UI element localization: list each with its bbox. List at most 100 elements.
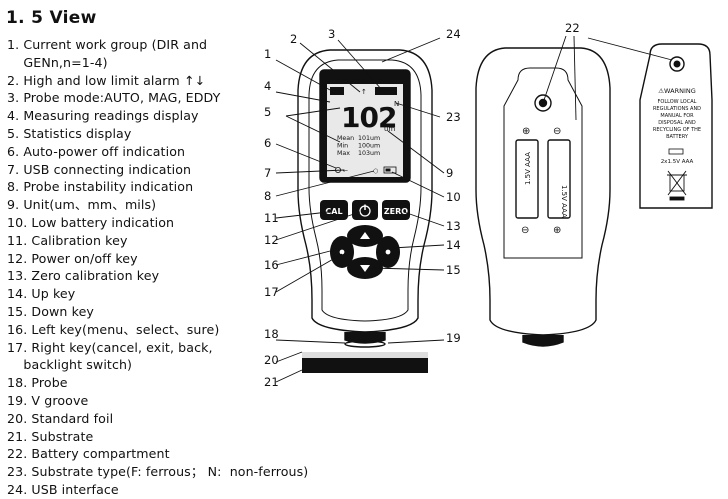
- legend-item: 17. Right key(cancel, exit, back,: [7, 339, 213, 355]
- standard-foil: [302, 352, 428, 358]
- legend-item: 21. Substrate: [7, 428, 94, 444]
- callout-22: 22: [565, 21, 580, 35]
- section-title: 1. 5 View: [6, 8, 97, 28]
- lcd-header-text: Coating Thickness Gauge: [336, 79, 393, 85]
- callout-11: 11: [264, 211, 279, 225]
- back-screw: [534, 94, 552, 112]
- callout-21: 21: [264, 375, 279, 389]
- front-keys: CAL ZERO: [320, 200, 410, 279]
- callout-10: 10: [446, 190, 461, 204]
- callout-19: 19: [446, 331, 461, 345]
- left-dot-icon: [339, 249, 345, 255]
- plus-icon-left: ⊕: [522, 126, 530, 137]
- lcd-alarm-arrow: ↑: [361, 88, 367, 96]
- power-key[interactable]: [352, 200, 378, 220]
- front-body-outline: [297, 49, 433, 333]
- legend-item: 10. Low battery indication: [7, 214, 175, 230]
- lcd-battery-fill: [385, 168, 391, 172]
- callout-numbers: 1 2 3 24 4 5 23 6 9 7 10 8 11 13 12 14 1…: [264, 21, 580, 389]
- battery-right: [547, 139, 571, 219]
- legend-item: 20. Standard foil: [7, 410, 114, 426]
- legend-item: 19. V groove: [7, 392, 89, 408]
- legend-item: 3. Probe mode:AUTO, MAG, EDDY: [7, 90, 221, 106]
- legend-item: 4. Measuring readings display: [7, 108, 199, 124]
- zero-key-label: ZERO: [384, 207, 408, 216]
- lcd-stat-value-mean: 101um: [358, 135, 380, 142]
- lcd-contents: Coating Thickness Gauge DIR AUTO ↑ 102 N…: [327, 77, 403, 175]
- lcd-stat-label-min: Min: [337, 143, 348, 150]
- battery-left: [515, 139, 539, 219]
- callout-8: 8: [264, 189, 271, 203]
- back-probe: [522, 335, 564, 347]
- lcd-group-box: [330, 87, 344, 95]
- cal-key-label: CAL: [325, 207, 342, 216]
- legend-item: 6. Auto-power off indication: [7, 143, 186, 159]
- minus-icon-left: ⊖: [521, 225, 529, 236]
- callout-7: 7: [264, 166, 271, 180]
- cover-line-2: REGULATIONS AND: [653, 106, 701, 112]
- battery-right-label: 1.5V AAA: [560, 185, 568, 218]
- battery-left-label: 1.5V AAA: [524, 152, 532, 185]
- callout-13: 13: [446, 219, 461, 233]
- lcd-stat-label-max: Max: [337, 150, 350, 157]
- plus-icon-right: ⊕: [553, 225, 561, 236]
- legend-item: 15. Down key: [7, 303, 94, 319]
- legend-item: backlight switch): [7, 357, 133, 373]
- legend-item: 24. USB interface: [7, 481, 119, 497]
- legend-item: 12. Power on/off key: [7, 250, 138, 266]
- lcd-mode: AUTO: [377, 88, 398, 96]
- legend-item: 18. Probe: [7, 375, 68, 391]
- cover-line-3: MANUAL FOR: [660, 113, 694, 119]
- battery-cover: ⚠WARNING FOLLOW LOCAL REGULATIONS AND MA…: [639, 43, 713, 209]
- lcd-unit: um: [384, 125, 395, 133]
- recycle-bin-icon: [667, 170, 687, 201]
- legend-item: 8. Probe instability indication: [7, 179, 194, 195]
- lcd-reading: 102: [341, 101, 396, 134]
- lcd-mode-box: [375, 87, 397, 95]
- battery-cover-outline: [639, 43, 713, 209]
- lcd-stat-label-mean: Mean: [337, 135, 354, 142]
- standard-foil-and-substrate: [302, 352, 428, 373]
- legend-item: GENn,n=1-4): [7, 54, 108, 70]
- probe: [344, 332, 386, 344]
- callout-12: 12: [264, 233, 279, 247]
- back-view-open: 1.5V AAA 1.5V AAA ⊕ ⊖ ⊖ ⊕: [475, 47, 611, 347]
- legend-item: 13. Zero calibration key: [7, 268, 160, 284]
- cover-line-4: DISPOSAL AND: [658, 120, 696, 126]
- lcd-group: DIR: [331, 88, 344, 96]
- leader-lines: [275, 35, 673, 383]
- battery-cover-warning: ⚠WARNING: [658, 87, 696, 95]
- callout-23: 23: [446, 110, 461, 124]
- cover-battery-icon: [668, 148, 684, 155]
- callout-9: 9: [446, 166, 453, 180]
- lcd-stat-value-min: 100um: [358, 143, 380, 150]
- lcd-stat-value-max: 103um: [358, 150, 380, 157]
- legend-item: 1. Current work group (DIR and: [7, 37, 208, 52]
- legend-item: 7. USB connecting indication: [7, 161, 192, 177]
- callout-16: 16: [264, 258, 279, 272]
- callout-2: 2: [290, 32, 297, 46]
- lcd-substrate-type: N: [394, 100, 399, 108]
- cover-battery-spec: 2x1.5V AAA: [661, 159, 694, 165]
- parts-legend: 1. Current work group (DIR and GENn,n=1-…: [7, 36, 308, 499]
- cover-line-6: BATTERY: [666, 134, 689, 140]
- zero-key[interactable]: ZERO: [382, 200, 410, 220]
- callout-3: 3: [328, 27, 335, 41]
- callout-14: 14: [446, 238, 461, 252]
- lcd-usb-icon: ←: [343, 168, 348, 175]
- cal-key[interactable]: CAL: [320, 200, 348, 220]
- lcd-battery-icon: [383, 166, 397, 174]
- legend-item: 22. Battery compartment: [7, 446, 170, 462]
- lcd-header-bar: [327, 77, 403, 84]
- battery-compartment: [503, 67, 583, 259]
- callout-17: 17: [264, 285, 279, 299]
- callout-4: 4: [264, 79, 271, 93]
- right-dot-icon: [385, 249, 391, 255]
- callout-1: 1: [264, 47, 271, 61]
- legend-item: 11. Calibration key: [7, 232, 128, 248]
- legend-item: 16. Left key(menu、select、sure): [7, 321, 220, 337]
- callout-20: 20: [264, 353, 279, 367]
- front-bezel: [308, 59, 422, 322]
- substrate: [302, 358, 428, 373]
- back-body-outline: [475, 47, 611, 336]
